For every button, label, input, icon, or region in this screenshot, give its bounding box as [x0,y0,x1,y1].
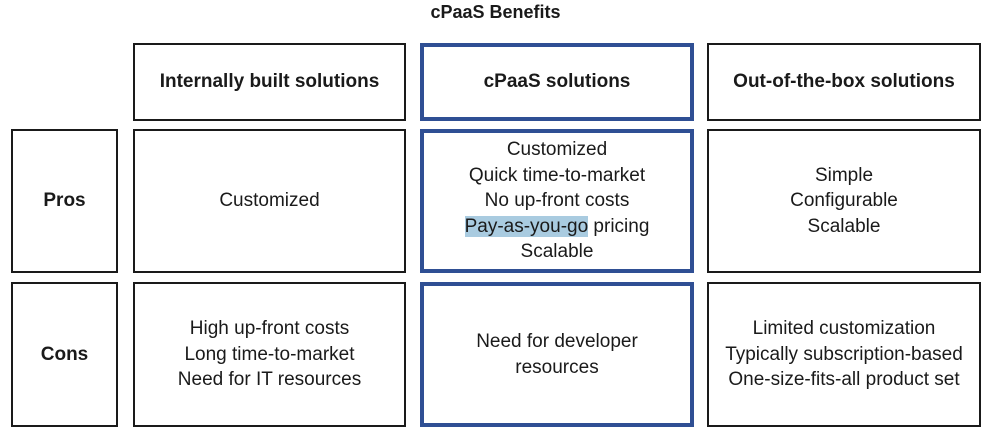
cell-cons-ootb: Limited customization Typically subscrip… [707,282,981,427]
cell-line: One-size-fits-all product set [728,369,960,391]
cell-pros-ootb: Simple Configurable Scalable [707,129,981,273]
cell-line: Scalable [520,241,594,263]
row-label-cons: Cons [11,282,118,427]
cell-line: Customized [219,190,320,212]
cell-line-highlighted: Pay-as-you-go pricing [464,214,650,240]
column-header-internal-label: Internally built solutions [159,71,380,92]
cell-pros-cpaas: Customized Quick time-to-market No up-fr… [420,129,694,273]
cell-line: Limited customization [752,318,936,340]
column-header-cpaas: cPaaS solutions [420,43,694,121]
cell-line: Customized [506,139,608,161]
cell-cons-internal: High up-front costs Long time-to-market … [133,282,406,427]
diagram-title: cPaaS Benefits [430,2,561,22]
cell-line: Need for IT resources [177,369,362,391]
cell-line: Simple [814,164,874,186]
cell-cons-cpaas: Need for developer resources [420,282,694,427]
cell-line-rest: pricing [588,215,650,237]
cell-line: Quick time-to-market [468,164,646,186]
cell-line: Long time-to-market [184,343,355,365]
column-header-internal: Internally built solutions [133,43,406,121]
cell-line: Typically subscription-based [725,343,963,365]
cell-line: resources [515,356,599,378]
cell-line: High up-front costs [189,318,350,340]
text-highlight: Pay-as-you-go [464,215,589,237]
cell-pros-internal: Customized [133,129,406,273]
column-header-cpaas-label: cPaaS solutions [483,71,631,92]
cell-line: Need for developer [476,331,638,352]
cell-line: Configurable [790,190,898,212]
cell-line: No up-front costs [484,190,630,212]
row-label-pros: Pros [11,129,118,273]
column-header-ootb-label: Out-of-the-box solutions [733,71,955,92]
cell-line: Scalable [807,215,881,237]
row-label-cons-text: Cons [40,343,89,365]
row-label-pros-text: Pros [43,190,86,211]
column-header-ootb: Out-of-the-box solutions [707,43,981,121]
